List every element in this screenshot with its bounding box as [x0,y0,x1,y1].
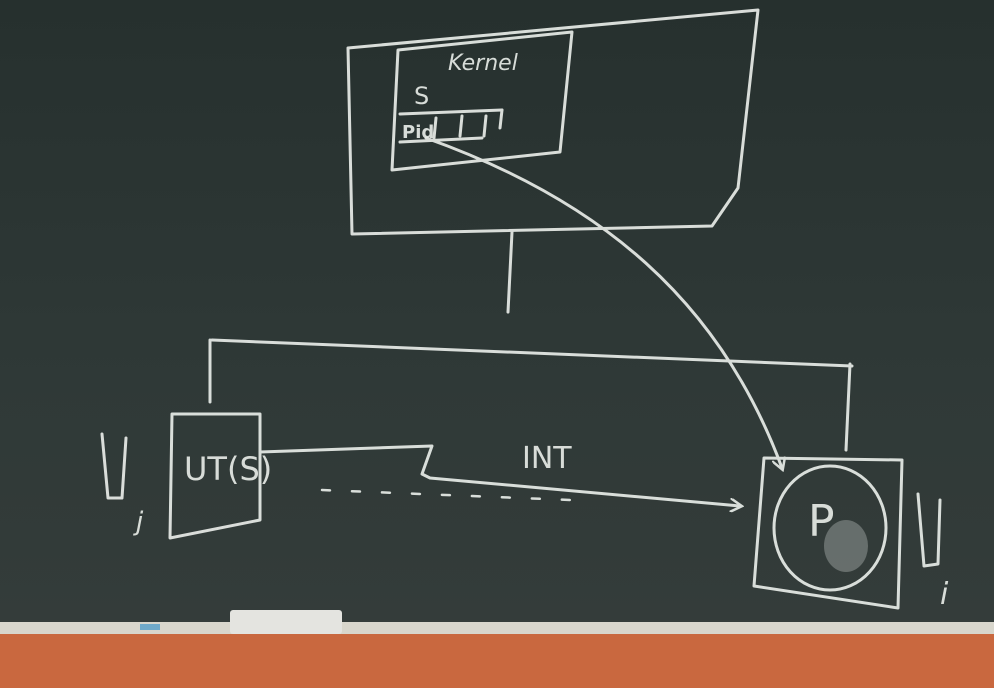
chalkboard [0,0,994,630]
uj-glyph [100,432,128,500]
ut-box [168,412,262,540]
table-bottom-line [398,136,484,144]
bus-line [210,338,854,368]
table-divider-1 [432,116,438,140]
ui-glyph [916,492,942,568]
dotted-trail [320,488,572,502]
process-box [752,456,904,610]
ut-label: UT(S) [184,450,272,488]
s-label: S [414,82,429,110]
table-top-line [398,108,504,116]
kernel-label: Kernel [448,51,518,76]
table-divider-3 [482,114,488,138]
ui-subscript: i [940,577,949,612]
chalk-smudge [824,520,868,572]
kernel-box [390,30,574,172]
kernel-stem [506,230,514,314]
p-label: P [808,496,835,547]
pid-label: Pid [402,122,434,143]
uj-subscript: j [133,507,144,537]
process-circle [772,464,888,592]
eraser [230,610,342,634]
int-wire [258,444,740,506]
int-label: INT [522,441,572,476]
bus-right-drop [844,362,852,452]
outer-system-box [346,8,760,236]
pid-to-process-arrow [424,136,782,468]
chalk-ledge-wood [0,634,994,688]
table-right-edge [498,108,504,130]
table-divider-2 [458,114,464,138]
chalk-piece [140,624,160,630]
